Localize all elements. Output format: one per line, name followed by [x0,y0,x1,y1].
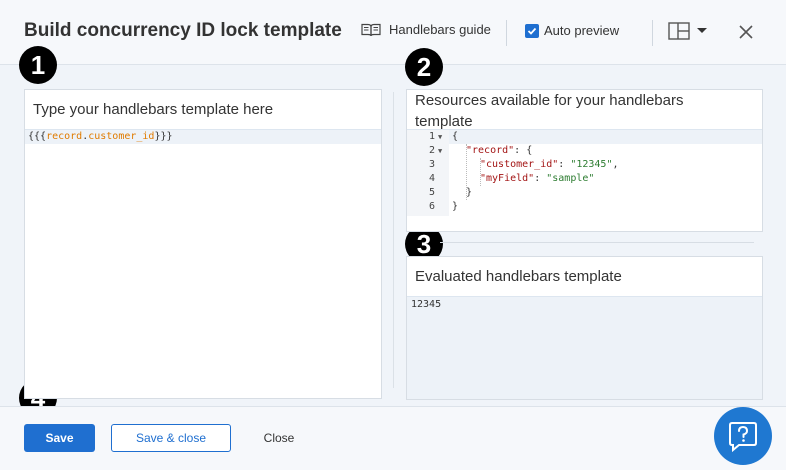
resources-panel: Resources available for your handlebars … [406,89,763,232]
json-punct: : { [514,145,533,156]
close-button[interactable]: Close [263,431,295,445]
layout-menu-button[interactable] [668,22,708,40]
resources-panel-title: Resources available for your handlebars … [415,90,683,132]
line-number: 4 [428,173,435,184]
evaluated-panel: Evaluated handlebars template 12345 [406,256,763,400]
dialog-title: Build concurrency ID lock template [24,20,342,41]
help-button[interactable] [714,407,772,465]
json-brace: } [466,187,473,198]
checkbox-checked-icon[interactable] [525,23,539,38]
indent-guide [466,144,468,200]
evaluated-result: 12345 [411,299,442,310]
line-number: 2 [428,145,435,156]
template-editor[interactable]: {{{record.customer_id}}} [25,129,381,144]
template-object: record [46,131,83,142]
resources-title-line2: template [415,113,473,130]
caret-down-icon [697,28,707,33]
template-code-line: {{{record.customer_id}}} [28,130,173,144]
code-line: "customer_id": "12345", [480,158,619,172]
code-line: } [452,200,458,214]
template-field: customer_id [88,131,155,142]
json-punct: , [612,159,619,170]
auto-preview-label: Auto preview [544,23,620,38]
code-line: "myField": "sample" [480,172,594,186]
step-badge-1: 1 [19,46,57,84]
dialog-header: Build concurrency ID lock template Handl… [0,0,786,65]
code-line: "record": { [466,144,532,158]
evaluated-output: 12345 [407,296,762,399]
help-icon [729,422,757,452]
book-icon [361,23,381,36]
header-separator [506,20,507,46]
json-key: "record" [466,145,515,156]
json-value: "sample" [546,173,595,184]
evaluated-panel-title: Evaluated handlebars template [415,268,622,285]
line-number: 6 [428,201,435,212]
line-number: 5 [428,187,435,198]
dialog-footer: Save Save & close Close [0,406,786,470]
json-brace: { [452,131,459,142]
save-and-close-button[interactable]: Save & close [111,424,231,452]
template-dot: . [82,131,89,142]
code-line: { [452,130,458,144]
close-dialog-button[interactable] [738,24,754,45]
json-punct: : [534,173,547,184]
step-badge-2: 2 [405,48,443,86]
panel-divider [393,92,394,388]
template-panel-title: Type your handlebars template here [33,101,274,118]
code-active-line [449,130,762,144]
layout-icon [668,22,690,40]
template-close-braces: }}} [154,131,173,142]
resources-code-viewer[interactable]: 1▼ 2▼ 3 4 5 6 { "record": { "customer_id… [407,129,762,216]
template-open-braces: {{{ [28,131,47,142]
json-punct: : [558,159,571,170]
json-brace: } [452,201,459,212]
line-number: 1 [428,131,435,142]
fold-icon[interactable]: ▼ [438,147,443,155]
close-icon [739,25,753,39]
handlebars-guide-label: Handlebars guide [389,22,491,37]
line-number: 3 [428,159,435,170]
panel-divider-horizontal [440,242,754,243]
json-value: "12345" [570,159,613,170]
auto-preview-toggle[interactable]: Auto preview [525,23,619,38]
fold-icon[interactable]: ▼ [438,133,443,141]
indent-guide [480,158,482,186]
save-button[interactable]: Save [24,424,95,452]
code-line: } [466,186,472,200]
header-separator [652,20,653,46]
json-key: "customer_id" [480,159,559,170]
resources-title-line1: Resources available for your handlebars [415,92,684,109]
handlebars-guide-link[interactable]: Handlebars guide [361,22,491,37]
line-number-gutter: 1▼ 2▼ 3 4 5 6 [407,130,449,216]
json-key: "myField" [480,173,535,184]
template-panel: Type your handlebars template here {{{re… [24,89,382,399]
